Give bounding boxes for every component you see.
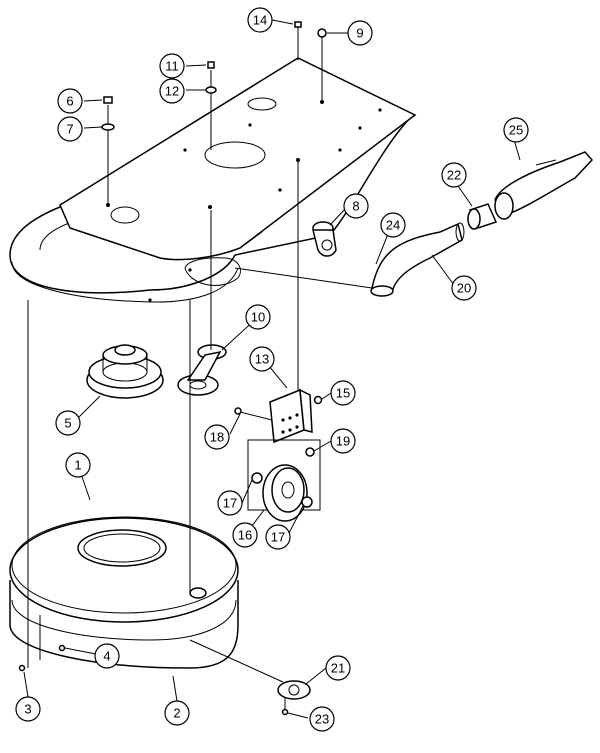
svg-text:2: 2 [173, 706, 180, 721]
svg-text:5: 5 [64, 416, 71, 431]
spindle-pulley [86, 344, 164, 399]
deck-housing [9, 57, 417, 303]
callout-10: 10 [245, 304, 271, 330]
svg-text:6: 6 [66, 94, 73, 109]
callout-2: 2 [164, 700, 190, 726]
callout-17b: 17 [265, 524, 291, 550]
svg-text:15: 15 [336, 386, 350, 401]
drive-pulley [247, 439, 321, 522]
svg-text:17: 17 [223, 496, 237, 511]
svg-text:23: 23 [315, 712, 329, 727]
svg-text:18: 18 [210, 430, 224, 445]
svg-text:12: 12 [165, 84, 179, 99]
svg-text:24: 24 [386, 218, 400, 233]
svg-text:3: 3 [24, 702, 31, 717]
callout-6: 6 [57, 88, 83, 114]
svg-text:14: 14 [253, 13, 267, 28]
callout-1: 1 [65, 452, 91, 478]
svg-text:4: 4 [103, 649, 110, 664]
svg-text:22: 22 [447, 168, 461, 183]
svg-text:13: 13 [255, 352, 269, 367]
callout-22: 22 [441, 162, 467, 188]
idler-pulley [177, 344, 227, 396]
callout-21: 21 [325, 655, 351, 681]
callout-14: 14 [247, 7, 273, 33]
callout-13: 13 [249, 346, 275, 372]
callout-4: 4 [94, 643, 120, 669]
callout-15: 15 [330, 380, 356, 406]
callout-25: 25 [503, 117, 529, 143]
svg-text:10: 10 [251, 310, 265, 325]
bottom-fitting [277, 680, 311, 716]
svg-text:17: 17 [271, 530, 285, 545]
callout-23: 23 [309, 706, 335, 732]
svg-text:20: 20 [457, 281, 471, 296]
callout-19: 19 [330, 428, 356, 454]
svg-text:7: 7 [66, 122, 73, 137]
callout-5: 5 [55, 410, 81, 436]
callout-8: 8 [343, 193, 369, 219]
svg-text:19: 19 [336, 434, 350, 449]
base-housing [9, 516, 239, 669]
hardware [18, 21, 327, 672]
callout-24: 24 [380, 212, 406, 238]
callout-11: 11 [159, 53, 185, 79]
idler-bracket [312, 221, 337, 257]
callout-3: 3 [15, 696, 41, 722]
svg-text:8: 8 [352, 199, 359, 214]
discharge-assembly [234, 151, 594, 297]
svg-text:11: 11 [165, 59, 179, 74]
callout-16: 16 [232, 522, 258, 548]
callout-7: 7 [57, 116, 83, 142]
callout-17a: 17 [217, 490, 243, 516]
svg-text:21: 21 [331, 661, 345, 676]
leader-lines [23, 19, 521, 719]
svg-text:9: 9 [356, 26, 363, 41]
alignment-lines [27, 25, 323, 712]
callout-18: 18 [204, 424, 230, 450]
callout-9: 9 [347, 20, 373, 46]
callout-12: 12 [159, 78, 185, 104]
callout-20: 20 [451, 275, 477, 301]
svg-text:25: 25 [509, 123, 523, 138]
svg-text:1: 1 [74, 458, 81, 473]
mount-bracket [234, 388, 323, 457]
svg-text:16: 16 [238, 528, 252, 543]
